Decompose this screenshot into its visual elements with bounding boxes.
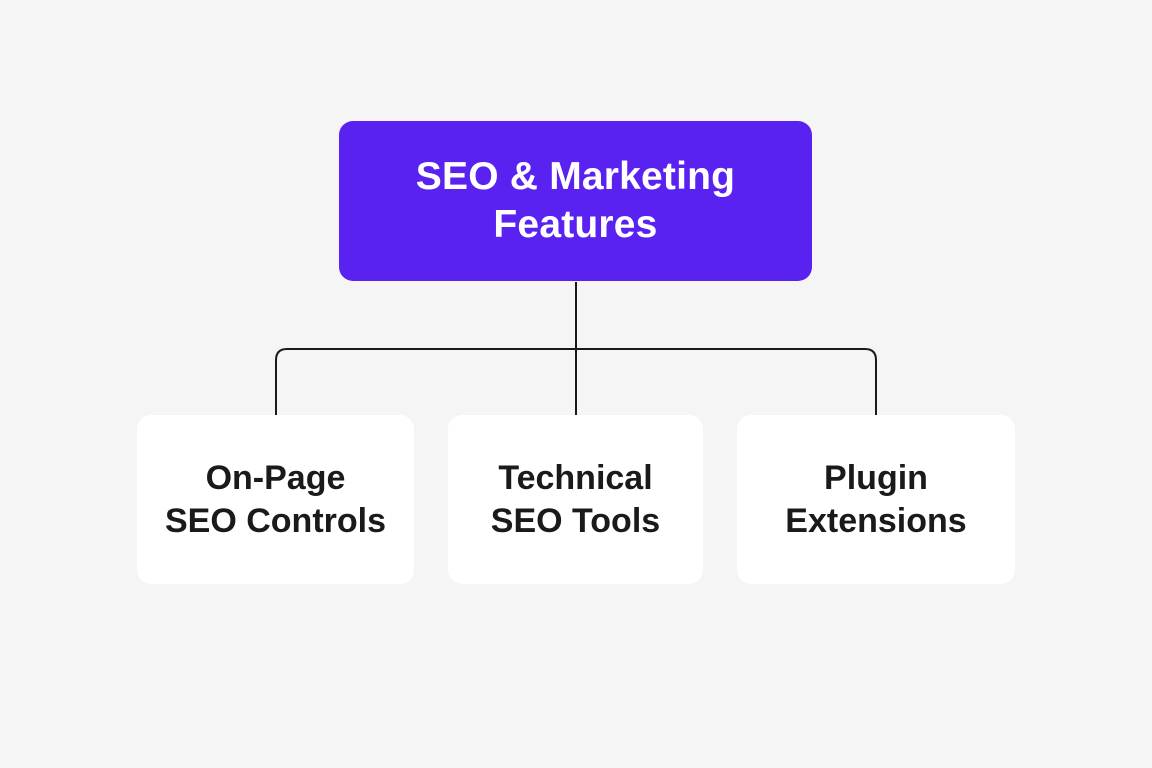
child-node-on-page-seo: On-Page SEO Controls [137, 415, 414, 584]
root-node: SEO & Marketing Features [339, 121, 812, 281]
child-label-line-1: On-Page [205, 458, 346, 497]
root-label-line-2: Features [493, 203, 658, 246]
child-label-line-2: Extensions [785, 501, 967, 540]
root-label: SEO & Marketing Features [416, 153, 735, 249]
child-node-technical-seo: Technical SEO Tools [448, 415, 703, 584]
child-node-plugin-extensions: Plugin Extensions [737, 415, 1015, 584]
child-label-line-2: SEO Controls [164, 501, 387, 540]
branch-connector [275, 348, 877, 415]
child-label-line-1: Plugin [824, 458, 928, 497]
child-label-line-1: Technical [498, 458, 653, 497]
child-label-line-2: SEO Tools [490, 501, 661, 540]
root-label-line-1: SEO & Marketing [415, 155, 736, 198]
